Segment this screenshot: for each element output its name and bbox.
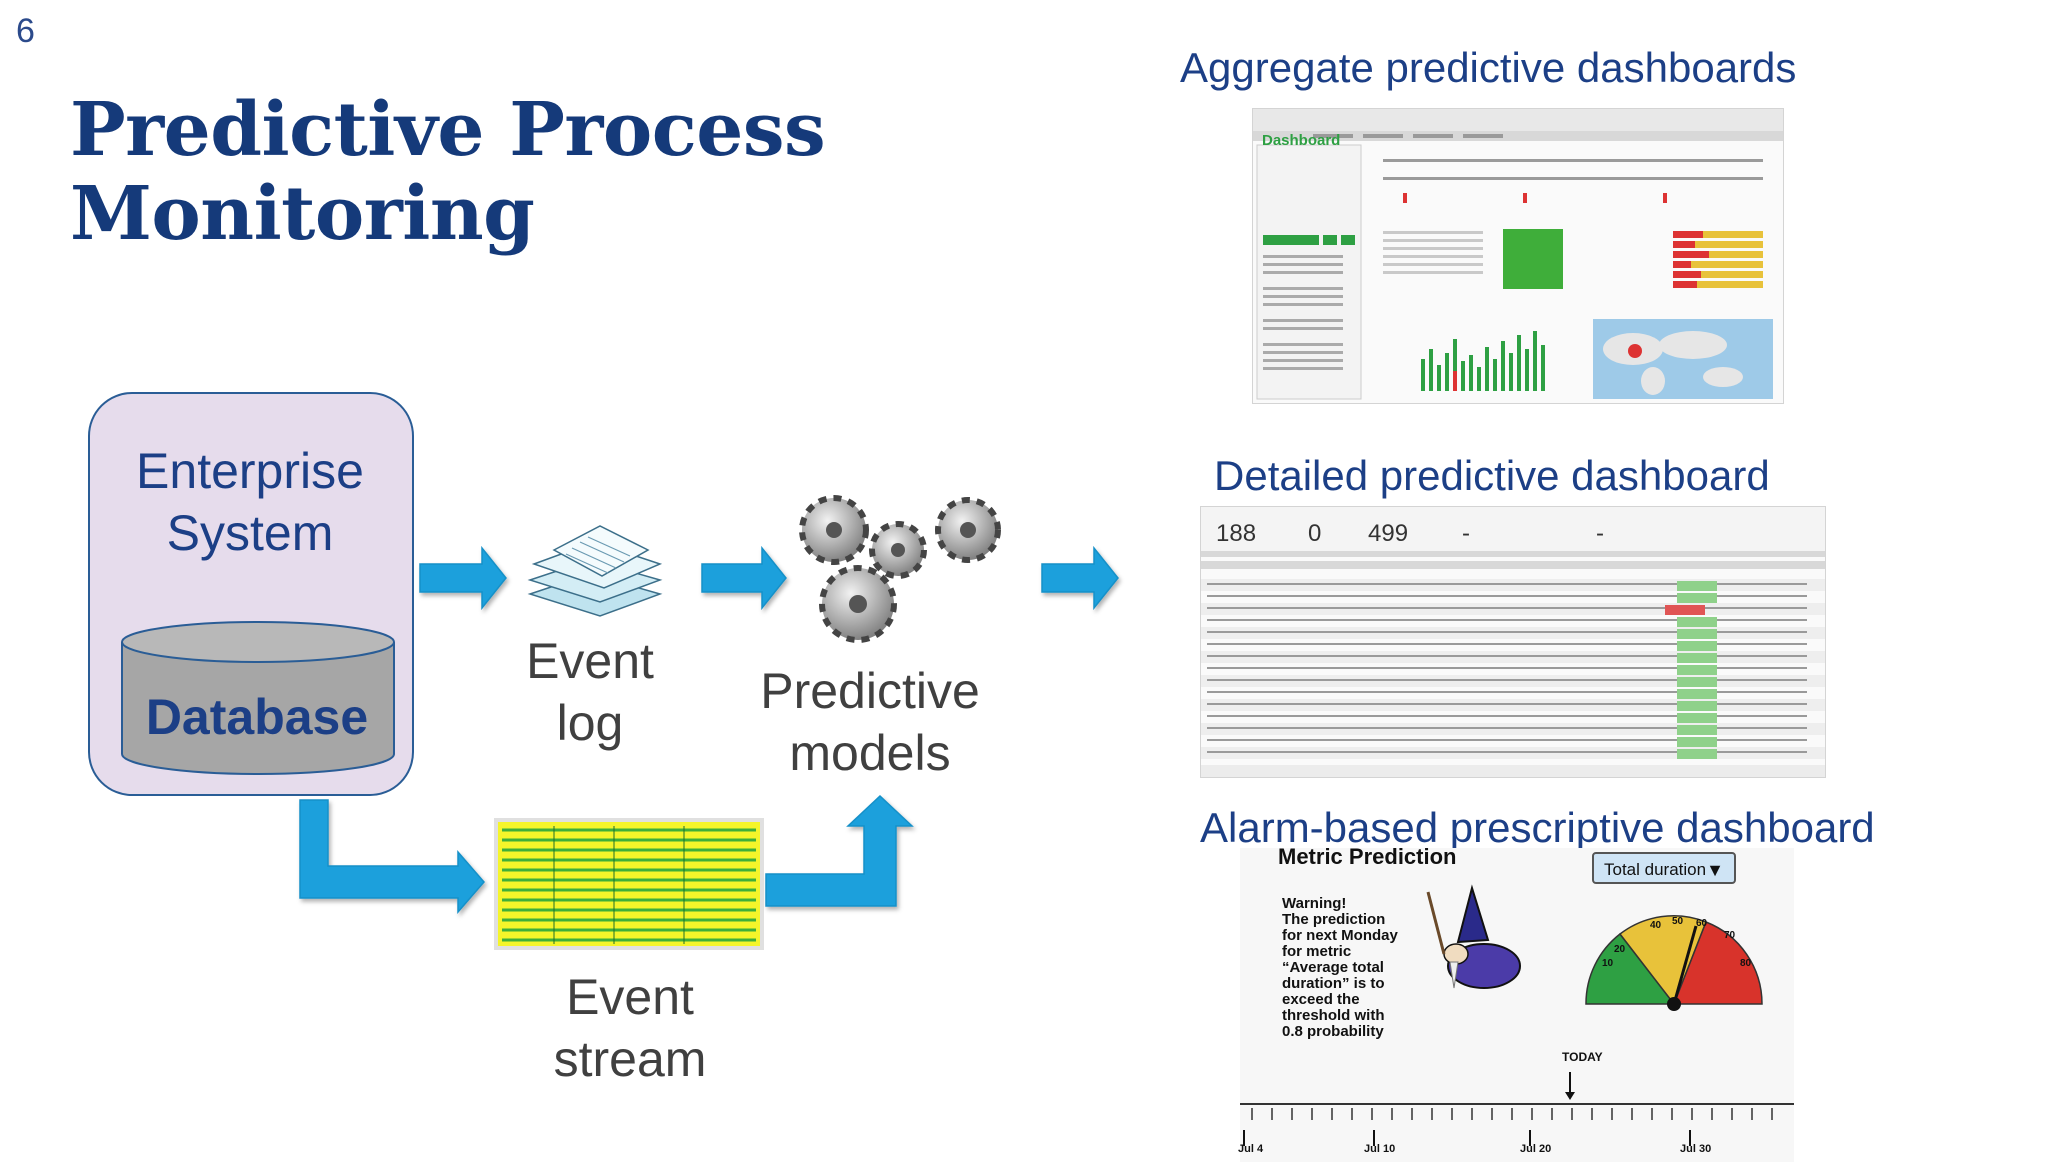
alarm-dashboard-label: Alarm-based prescriptive dashboard [1200, 804, 1875, 851]
detailed-metric-4: - [1462, 520, 1470, 547]
event-log-label-line-1: Event [526, 633, 654, 689]
gauge-label-80: 80 [1740, 958, 1752, 969]
event-stream-screenshot [494, 818, 764, 950]
event-log-documents-icon [527, 525, 663, 617]
arrow-event-log-to-models [701, 545, 787, 611]
predictive-label-line-1: Predictive [760, 663, 980, 719]
database-cylinder-icon [121, 621, 395, 775]
gauge-label-10: 10 [1602, 958, 1614, 969]
detailed-dashboard-table-mock [1201, 507, 1825, 777]
predictive-models-label: Predictive models [750, 660, 990, 784]
gauge-label-70: 70 [1724, 930, 1736, 941]
event-stream-label: Event stream [520, 966, 740, 1090]
metric-select[interactable]: Total duration ▼ [1592, 852, 1736, 884]
predictive-label-line-2: models [789, 725, 951, 781]
slide-number: 6 [16, 12, 35, 50]
warning-message: Warning! The prediction for next Monday … [1282, 895, 1398, 1040]
slide-title-line-2: Monitoring [70, 171, 535, 257]
database-label: Database [145, 689, 369, 745]
gauge-label-40: 40 [1650, 920, 1662, 931]
gauge-label-60: 60 [1696, 918, 1708, 929]
probability-gauge: 10 20 40 50 60 70 80 [1585, 915, 1763, 1011]
chevron-down-icon: ▼ [1706, 860, 1724, 880]
axis-label-jul-30: Jul 30 [1680, 1143, 1712, 1155]
enterprise-system-label: Enterprise System [88, 440, 412, 564]
slide-title: Predictive Process Monitoring [70, 87, 826, 257]
wizard-icon [1426, 884, 1521, 989]
detailed-metric-2: 0 [1308, 520, 1322, 547]
event-stream-label-line-1: Event [566, 969, 694, 1025]
aggregate-dashboards-label: Aggregate predictive dashboards [1180, 44, 1797, 91]
gears-icon [799, 495, 1001, 643]
enterprise-label-line-1: Enterprise [136, 443, 364, 499]
detailed-dashboard-screenshot [1200, 506, 1826, 778]
arrow-enterprise-to-event-stream [299, 799, 485, 915]
event-stream-label-line-2: stream [553, 1031, 707, 1087]
axis-label-jul-10: Jul 10 [1364, 1143, 1396, 1155]
axis-label-jul-4: Jul 4 [1238, 1143, 1264, 1155]
metric-prediction-title: Metric Prediction [1278, 844, 1457, 869]
today-label: TODAY [1562, 1050, 1603, 1064]
event-log-label-line-2: log [556, 695, 624, 751]
event-log-label: Event log [500, 630, 680, 754]
axis-label-jul-20: Jul 20 [1520, 1143, 1552, 1155]
arrow-enterprise-to-event-log [419, 545, 507, 611]
metric-select-value: Total duration [1604, 860, 1707, 879]
enterprise-label-line-2: System [166, 505, 334, 561]
aggregate-dashboard-screenshot [1252, 108, 1784, 404]
detailed-dashboard-label: Detailed predictive dashboard [1214, 452, 1770, 499]
aggregate-dashboard-mock [1253, 109, 1783, 400]
arrow-event-stream-to-models [765, 794, 914, 907]
gauge-label-20: 20 [1614, 944, 1626, 955]
detailed-metric-1: 188 [1216, 520, 1257, 547]
gauge-label-50: 50 [1672, 916, 1684, 927]
aggregate-dashboard-title: Dashboard [1262, 132, 1341, 149]
slide-title-line-1: Predictive Process [70, 87, 826, 173]
detailed-metric-3: 499 [1368, 520, 1409, 547]
timeline-axis [1240, 1072, 1794, 1146]
detailed-metric-5: - [1596, 520, 1604, 547]
arrow-models-to-dashboards [1041, 545, 1119, 611]
